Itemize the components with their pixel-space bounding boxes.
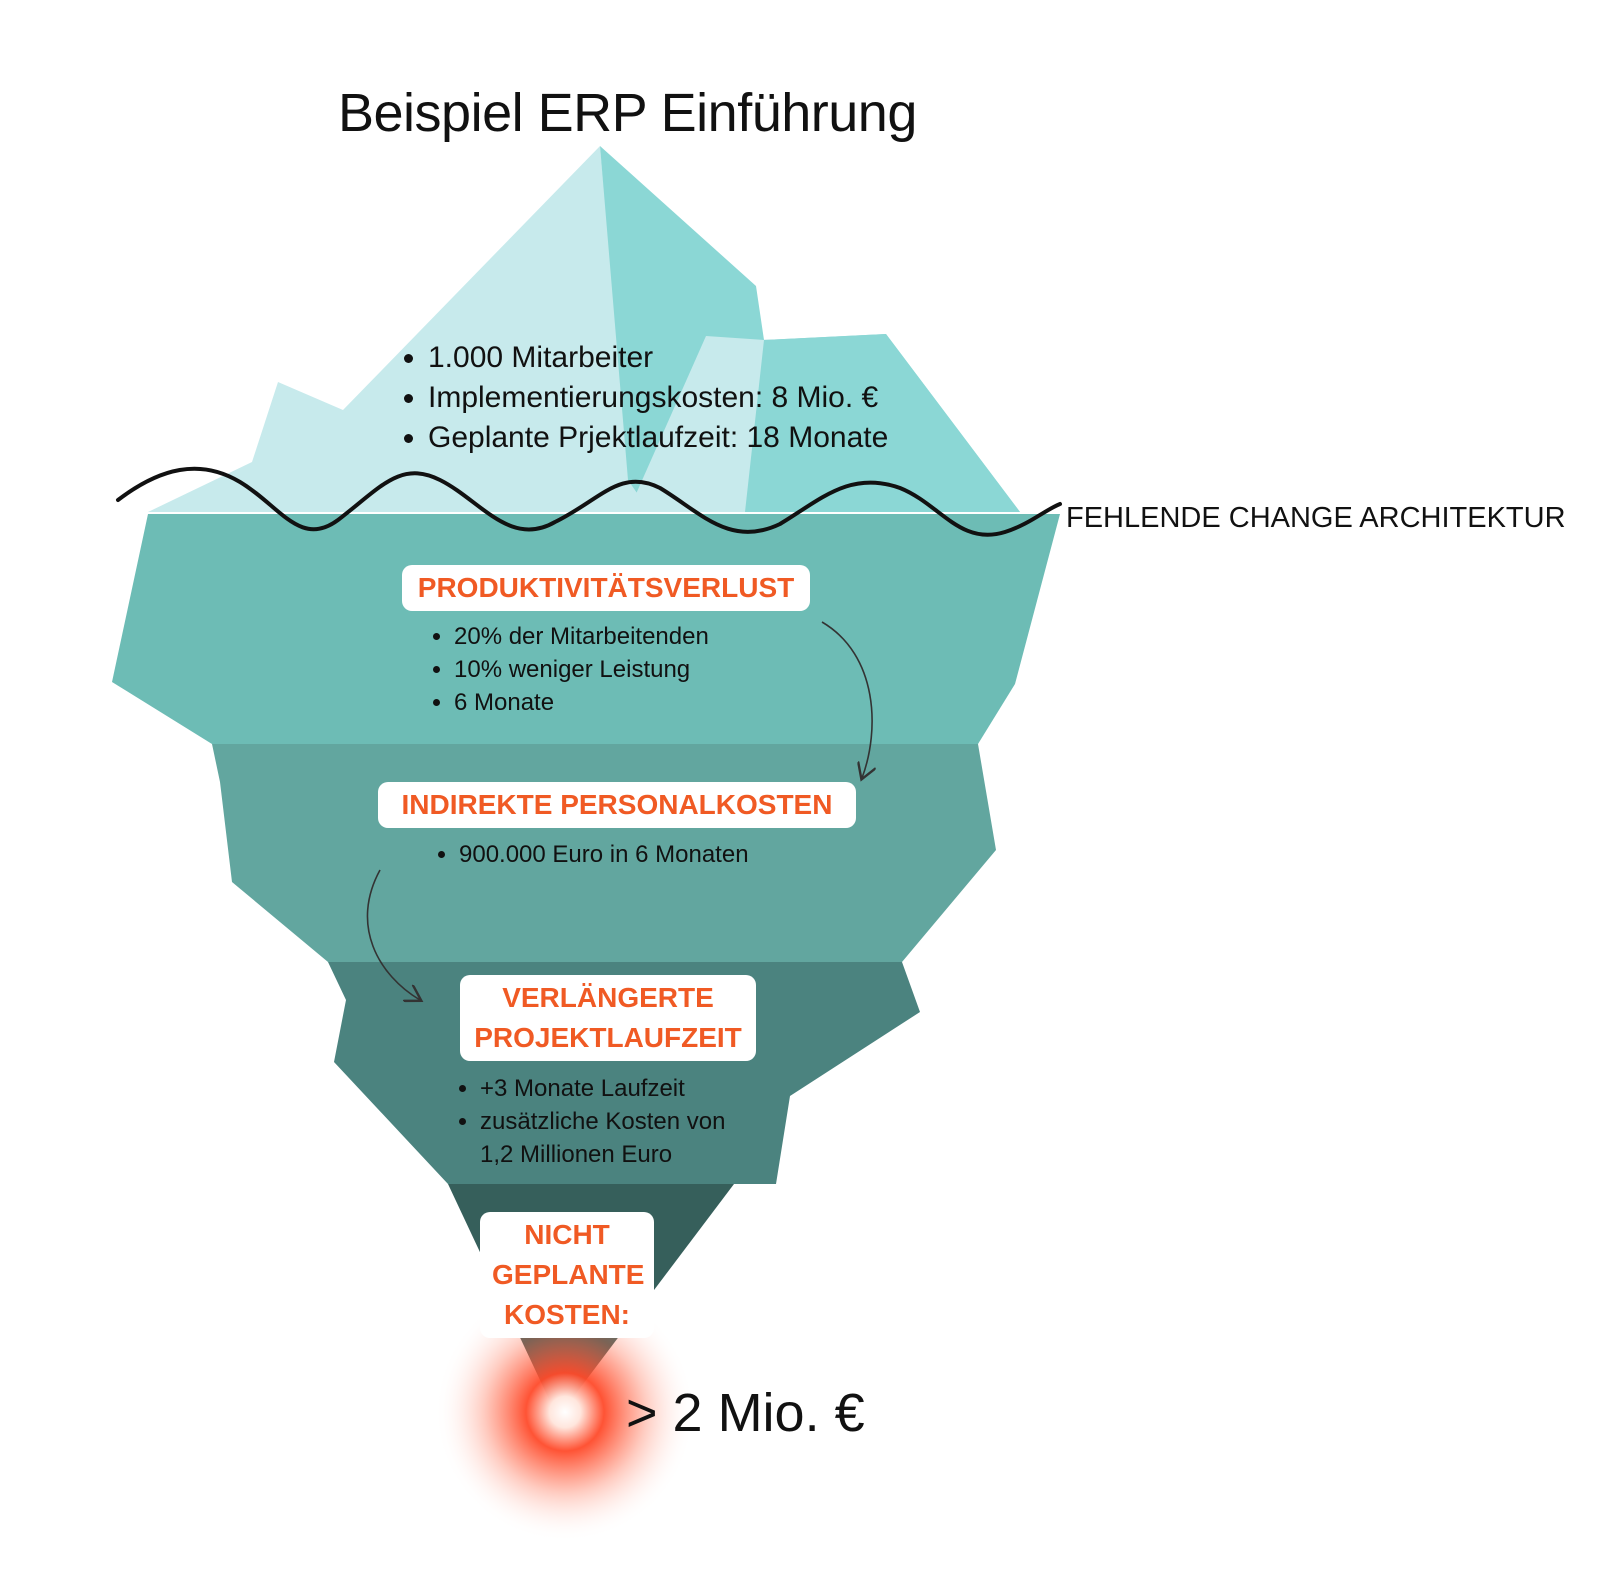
layer-3-label: VERLÄNGERTE PROJEKTLAUFZEIT (460, 975, 756, 1061)
arrow-2 (366, 869, 420, 1000)
list-item: 1.000 Mitarbeiter (428, 338, 888, 378)
page-title: Beispiel ERP Einführung (338, 83, 917, 143)
list-item: 900.000 Euro in 6 Monaten (459, 838, 749, 871)
layer-2-label: INDIREKTE PERSONALKOSTEN (378, 782, 856, 828)
label-line: KOSTEN: (504, 1299, 630, 1330)
list-item: 6 Monate (454, 686, 709, 719)
glow-point (435, 1282, 695, 1542)
iceberg-tip-right-face (740, 334, 1020, 512)
label-line: GEPLANTE (492, 1259, 645, 1290)
layer-1-list: 20% der Mitarbeitenden 10% weniger Leist… (422, 620, 709, 719)
layer-4-label: NICHT GEPLANTE KOSTEN: (480, 1212, 654, 1338)
iceberg-tip-small-light-face (628, 336, 764, 512)
list-item: Implementierungskosten: 8 Mio. € (428, 378, 888, 418)
label-line: PROJEKTLAUFZEIT (474, 1022, 742, 1053)
list-item: 1,2 Millionen Euro (480, 1141, 673, 1168)
label-line: NICHT (524, 1219, 610, 1250)
waterline-wave (116, 466, 1062, 537)
list-item: 20% der Mitarbeitenden (454, 620, 709, 653)
arrow-1 (821, 621, 872, 778)
layer-1 (112, 514, 1060, 744)
visible-costs-list: 1.000 Mitarbeiter Implementierungskosten… (396, 338, 888, 458)
list-item: zusätzliche Kosten von (480, 1105, 725, 1138)
list-item: +3 Monate Laufzeit (480, 1072, 725, 1105)
layer-1-label: PRODUKTIVITÄTSVERLUST (402, 565, 810, 611)
list-item: 10% weniger Leistung (454, 653, 709, 686)
waterline-label: FEHLENDE CHANGE ARCHITEKTUR (1066, 502, 1566, 534)
iceberg-tip-light-face (148, 146, 770, 512)
layer-2-list: 900.000 Euro in 6 Monaten (427, 838, 749, 871)
list-item: Geplante Prjektlaufzeit: 18 Monate (428, 418, 888, 458)
total-cost: > 2 Mio. € (626, 1383, 865, 1443)
iceberg-tip (148, 146, 1020, 512)
label-line: VERLÄNGERTE (502, 982, 714, 1013)
layer-3-list: +3 Monate Laufzeit zusätzliche Kosten vo… (448, 1072, 725, 1171)
